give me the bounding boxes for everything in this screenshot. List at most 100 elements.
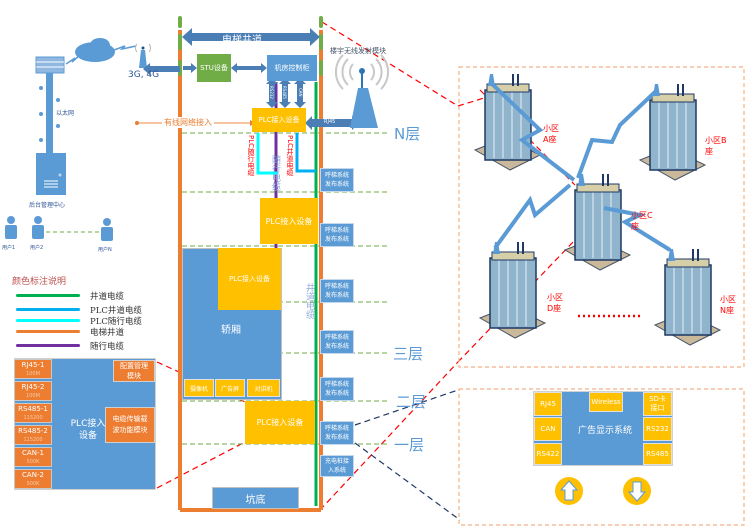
shaft-width-arrow bbox=[182, 28, 320, 46]
user-2-label: 用户2 bbox=[30, 245, 44, 251]
rs485-arrow-label: RS485 bbox=[282, 86, 287, 99]
legend-swatch bbox=[16, 319, 80, 322]
wireless-module-label: 楼宇无线发射模块 bbox=[330, 47, 386, 55]
ad-port-sd: SD卡 接口 bbox=[643, 392, 672, 416]
legend-title: 颜色标注说明 bbox=[12, 277, 67, 287]
plc-port: CAN-1 500K bbox=[14, 447, 52, 467]
shaft-title: 电梯井道 bbox=[222, 35, 262, 46]
legend-label: 井道电缆 bbox=[90, 292, 125, 302]
wired-access-label: 有线网络接入 bbox=[162, 117, 214, 128]
stu-device: STU设备 bbox=[197, 54, 231, 82]
call-system-label: 呼梯 系统 bbox=[595, 481, 611, 502]
legend-label: PLC随行电缆 bbox=[90, 317, 142, 327]
ad-system-frame bbox=[458, 388, 745, 526]
wireless-link-b-c bbox=[576, 90, 657, 179]
legend-swatch bbox=[16, 294, 80, 297]
buildings-frame bbox=[458, 66, 745, 368]
mgmt-center-label: 后台管理中心 bbox=[29, 202, 66, 209]
user-1-label: 用户1 bbox=[2, 245, 16, 251]
ad-port-rs485: RS485 bbox=[643, 443, 672, 465]
ad-port-can: CAN bbox=[534, 417, 562, 441]
building-a-label: 小区 A座 bbox=[543, 124, 559, 144]
connector-navy-bottom bbox=[354, 442, 461, 521]
ethernet-label: 以太网 bbox=[56, 110, 75, 117]
call-system-n: 呼梯系统 发布系统 bbox=[320, 168, 354, 192]
wireless-label: 3G, 4G bbox=[128, 70, 160, 80]
plc-access-device-bottom: PLC接入设备 bbox=[245, 401, 315, 444]
ad-port-rs422: RS422 bbox=[534, 443, 562, 465]
floor-n-label: N层 bbox=[394, 125, 421, 143]
carrier-module: 电缆传输载 波功能模块 bbox=[105, 407, 155, 443]
plc-shaft-cable bbox=[295, 133, 316, 173]
plc-port-name: RJ45-1 bbox=[21, 361, 45, 369]
traveling-cable-label: 随行电缆 bbox=[270, 155, 280, 191]
legend-label: 电梯井道 bbox=[90, 328, 125, 338]
plc-port-rate: 500K bbox=[26, 481, 40, 487]
wireless-transmitter-icon bbox=[350, 88, 378, 128]
plc-port: RJ45-1 100M bbox=[14, 359, 52, 379]
building-icon bbox=[638, 84, 707, 181]
plc-access-device-top: PLC接入设备 bbox=[252, 108, 306, 132]
plc-port-name: CAN-2 bbox=[22, 471, 44, 479]
plc-access-device-mid: PLC接入设备 bbox=[260, 198, 318, 244]
user-n-label: 用户N bbox=[98, 247, 112, 253]
cell-tower-icon bbox=[139, 50, 147, 68]
charging-access-system: 充电桩接 入系统 bbox=[320, 455, 354, 477]
plc-port: RJ45-2 100M bbox=[14, 381, 52, 401]
floor-2-label: 二层 bbox=[396, 393, 427, 411]
building-icon bbox=[563, 174, 632, 271]
plc-shaft-cable-label: PLC井道电缆 bbox=[286, 135, 294, 177]
car-label: 轿厢 bbox=[221, 325, 241, 336]
plc-port-rate: 100M bbox=[26, 393, 40, 399]
plc-port-rate: 100M bbox=[26, 371, 40, 377]
ad-screen-device: 广告屏 bbox=[215, 379, 245, 397]
building-d-label: 小区 D座 bbox=[547, 293, 563, 313]
call-system-4: 呼梯系统 发布系统 bbox=[320, 223, 354, 247]
call-system-2: 呼梯系统 发布系统 bbox=[320, 377, 354, 401]
legend-swatch bbox=[16, 344, 80, 347]
plc-port: CAN-2 500K bbox=[14, 469, 52, 489]
camera-device: 摄像机 bbox=[184, 379, 214, 397]
plc-port-rate: 500K bbox=[26, 459, 40, 465]
pit: 坑底 bbox=[212, 487, 299, 509]
shaft-cable-label: 井道电缆 bbox=[304, 283, 314, 319]
wireless-link-c-d bbox=[493, 183, 572, 250]
rj45-label: RJ45 bbox=[324, 119, 336, 125]
plc-port-rate: 115200 bbox=[23, 437, 43, 443]
call-system-1: 呼梯系统 发布系统 bbox=[320, 421, 354, 445]
call-system-3b: 呼梯系统 发布系统 bbox=[320, 330, 354, 354]
legend-label: PLC井道电缆 bbox=[90, 306, 142, 316]
config-mgmt-module: 配置管理 模块 bbox=[113, 360, 155, 382]
building-b-label: 小区B 座 bbox=[705, 136, 727, 156]
ad-port-wireless: Wireless bbox=[589, 392, 623, 412]
firewall-icon bbox=[35, 56, 65, 74]
floor-3-label: 三层 bbox=[393, 345, 424, 363]
rs232-arrow-label: RS232 bbox=[269, 86, 274, 99]
call-system-3a: 呼梯系统 发布系统 bbox=[320, 279, 354, 303]
plc-port-rate: 115200 bbox=[23, 415, 43, 421]
ad-display-title: 广告显示系统 bbox=[577, 425, 632, 436]
server-icon bbox=[36, 153, 66, 195]
connector-red-top bbox=[321, 21, 459, 107]
wireless-link-a-c bbox=[488, 80, 576, 182]
building-c-label: 小区C 座 bbox=[631, 211, 653, 231]
legend-swatch bbox=[16, 308, 80, 311]
plc-port-name: RJ45-2 bbox=[21, 383, 45, 391]
building-icon bbox=[478, 242, 547, 339]
plc-port-name: CAN-1 bbox=[22, 449, 44, 457]
plc-port: RS485-1 115200 bbox=[14, 403, 52, 423]
plc-traveling-cable-label: PLC随行电缆 bbox=[247, 135, 255, 177]
building-n-label: 小区 N座 bbox=[720, 295, 736, 315]
plc-access-device-car: PLC接入设备 bbox=[218, 248, 281, 310]
floor-1-label: 一层 bbox=[394, 436, 425, 454]
intercom-device: 对讲机 bbox=[247, 379, 280, 397]
plc-port-name: RS485-1 bbox=[18, 405, 48, 413]
legend-label: 随行电缆 bbox=[90, 342, 125, 352]
machine-room-cabinet: 机房控制柜 bbox=[267, 55, 317, 81]
can-arrow-label: CAN bbox=[298, 88, 303, 97]
ad-port-rs232: RS232 bbox=[643, 417, 672, 441]
legend-swatch bbox=[16, 330, 80, 333]
ad-port-rj45: RJ45 bbox=[534, 392, 562, 416]
